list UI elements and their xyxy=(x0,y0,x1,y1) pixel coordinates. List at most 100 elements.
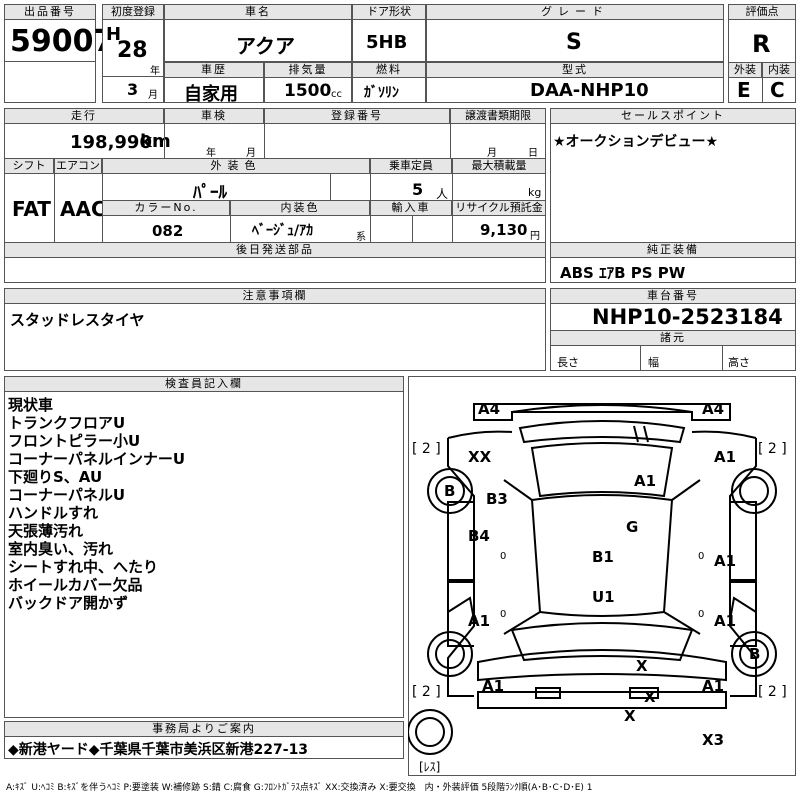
zero-left-front: 0 xyxy=(500,609,507,620)
lot-number: 59007 xyxy=(10,24,115,59)
mark-a1-left-door: A1 xyxy=(468,612,491,630)
mark-a4-left: A4 xyxy=(478,400,501,418)
mileage: 198,990 xyxy=(70,132,152,153)
caution-header: 注意事項欄 xyxy=(4,288,546,304)
mark-a1-right-front: A1 xyxy=(702,677,725,695)
inspector-note-line: 現状車 xyxy=(8,396,54,414)
max-load-unit: kg xyxy=(528,186,542,199)
wheel-count-front-left: [ 2 ] xyxy=(412,684,441,700)
displacement-header: 排気量 xyxy=(264,62,352,78)
fuel: ｶﾞｿﾘﾝ xyxy=(364,85,399,101)
grade: S xyxy=(566,30,582,55)
caution-note: スタッドレスタイヤ xyxy=(10,311,145,329)
mark-g: G xyxy=(626,518,639,536)
int-color: ﾍﾞｰｼﾞｭ/ｱｶ xyxy=(252,223,314,239)
inspector-header: 検査員記入欄 xyxy=(4,376,404,392)
exterior-grade: E xyxy=(737,78,751,102)
mark-a1-top-right: A1 xyxy=(714,448,737,466)
car-name: アクア xyxy=(236,34,295,58)
capacity-header: 乗車定員 xyxy=(370,158,452,174)
capacity: 5 xyxy=(412,180,424,199)
mark-x-bumper: X xyxy=(644,688,656,706)
mark-xx: XX xyxy=(468,448,492,466)
office-header: 事務局よりご案内 xyxy=(4,721,404,737)
rating-header: 評価点 xyxy=(728,4,796,20)
color-no: 082 xyxy=(152,222,184,240)
inspector-note-line: 下廻りS、AU xyxy=(8,468,103,486)
model-code: DAA-NHP10 xyxy=(530,80,649,101)
spec-length-label: 長さ xyxy=(557,356,579,369)
wheel-count-front-right: [ 2 ] xyxy=(758,684,787,700)
inspector-note-line: バックドア開かず xyxy=(8,594,129,612)
interior-grade: C xyxy=(770,78,785,102)
first-reg-month-unit: 月 xyxy=(148,90,158,101)
zero-left-rear: 0 xyxy=(500,551,507,562)
mark-a1-left-front: A1 xyxy=(482,677,505,695)
inspector-note-line: ハンドルすれ xyxy=(8,504,99,522)
color-no-header: カラーNo. xyxy=(102,200,230,216)
int-color-header: 内装色 xyxy=(230,200,370,216)
recycle-unit: 円 xyxy=(530,231,540,242)
shift: FAT xyxy=(12,197,51,221)
genuine-equip-header: 純正装備 xyxy=(550,242,796,258)
registration-header: 登録番号 xyxy=(264,108,450,124)
aircon-header: エアコン xyxy=(54,158,102,174)
chassis-number: NHP10-2523184 xyxy=(592,305,783,329)
mark-u1: U1 xyxy=(592,588,615,606)
shift-header: シフト xyxy=(4,158,54,174)
inspector-note-line: シートすれ中、へたり xyxy=(8,558,159,576)
later-parts-header: 後日発送部品 xyxy=(4,242,546,258)
first-reg-year-unit: 年 xyxy=(150,66,160,77)
exterior-header: 外装 xyxy=(728,62,762,78)
model-code-header: 型式 xyxy=(426,62,724,78)
inspector-note-line: コーナーパネルU xyxy=(8,486,126,504)
sales-point-header: セールスポイント xyxy=(550,108,796,124)
chassis-header: 車台番号 xyxy=(550,288,796,304)
inspector-note-line: フロントピラー小U xyxy=(8,432,141,450)
rating: R xyxy=(752,30,771,58)
recycle-fee: 9,130 xyxy=(480,221,528,239)
genuine-equipment: ABS ｴｱB PS PW xyxy=(560,264,686,282)
sales-point-text: ★オークションデビュー★ xyxy=(553,134,719,150)
first-reg-month: 3 xyxy=(127,80,139,99)
ext-color: ﾊﾟｰﾙ xyxy=(193,183,227,203)
inspector-note-line: コーナーパネルインナーU xyxy=(8,450,186,468)
first-reg-year: 28 xyxy=(117,38,148,63)
inspector-note-line: 天張薄汚れ xyxy=(8,522,84,540)
mark-a1-roof: A1 xyxy=(634,472,657,490)
inspector-notes-box xyxy=(4,376,404,718)
mileage-header: 走行 xyxy=(4,108,164,124)
spec-height-label: 高さ xyxy=(728,356,750,369)
office-notice: ◆新港ヤード◆千葉県千葉市美浜区新港227-13 xyxy=(8,742,309,758)
inspector-note-line: ホイールカバー欠品 xyxy=(8,576,143,594)
lot-number-cell xyxy=(4,4,96,103)
first-reg-cell xyxy=(102,4,164,103)
max-load-header: 最大積載量 xyxy=(452,158,546,174)
inspection-month-unit: 月 xyxy=(246,148,256,159)
door-type-header: ドア形状 xyxy=(352,4,426,20)
mileage-unit: km xyxy=(140,131,171,152)
specs-header: 諸元 xyxy=(550,330,796,346)
car-outline-diagram xyxy=(408,403,777,755)
inspection-year-unit: 年 xyxy=(206,148,216,159)
first-reg-header: 初度登録 xyxy=(102,4,164,20)
aircon: AAC xyxy=(60,197,106,221)
recycle-header: リサイクル預託金 xyxy=(452,200,546,216)
inspection-header: 車検 xyxy=(164,108,264,124)
spec-width-label: 幅 xyxy=(648,356,659,369)
wheel-count-rear-left: [ 2 ] xyxy=(412,441,441,457)
wheel-count-rear-right: [ 2 ] xyxy=(758,441,787,457)
displacement-unit: cc xyxy=(331,89,342,100)
inspector-note-line: トランクフロアU xyxy=(8,414,126,432)
spare-tire-label: [ﾚｽ] xyxy=(419,760,441,774)
int-color-suffix: 系 xyxy=(356,232,366,243)
mark-b1: B1 xyxy=(592,548,614,566)
displacement: 1500 xyxy=(284,81,332,101)
mark-b-left: B xyxy=(444,482,456,500)
mark-x-hood: X xyxy=(636,657,648,675)
history-header: 車歴 xyxy=(164,62,264,78)
mark-a1-right-rear-door: A1 xyxy=(714,612,737,630)
fuel-header: 燃料 xyxy=(352,62,426,78)
interior-header: 内装 xyxy=(762,62,796,78)
